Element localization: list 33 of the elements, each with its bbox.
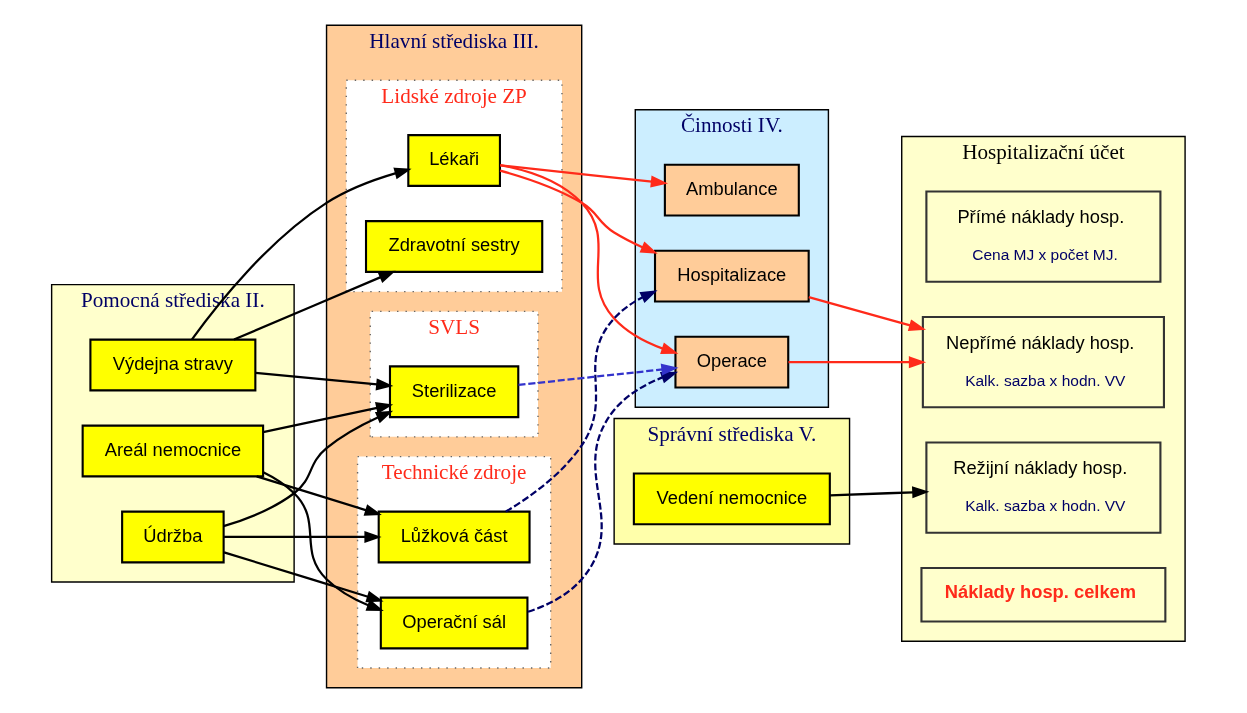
arrow	[829, 486, 929, 499]
arrow	[255, 475, 382, 516]
node-box: Operace	[673, 335, 789, 389]
arrow	[527, 371, 678, 613]
node-box: Vedení nemocnice	[632, 472, 831, 526]
node-box: Operační sál	[379, 596, 528, 650]
arrow	[233, 270, 396, 341]
arrow	[787, 356, 926, 369]
arrow	[254, 371, 393, 391]
arrow	[223, 551, 384, 603]
arrow	[504, 290, 658, 513]
node-box: Sterilizace	[388, 365, 519, 419]
node-box: Výdejna stravy	[88, 338, 256, 392]
node-box: Náklady hosp. celkem	[919, 566, 1166, 623]
arrow	[499, 169, 658, 254]
node-box: Lékaři	[406, 134, 501, 187]
node-box: Zdravotní sestry	[364, 220, 543, 273]
node-box: Hospitalizace	[653, 249, 810, 303]
node-box: Lůžková část	[377, 510, 531, 564]
arrow	[518, 363, 678, 387]
arrow	[223, 530, 382, 543]
node-box: Režijní náklady hosp. Kalk. sazba x hodn. VV	[924, 441, 1161, 534]
arrow	[262, 402, 393, 434]
arrow	[222, 410, 393, 528]
arrow	[262, 471, 384, 611]
arrow	[190, 167, 412, 340]
node-box: Údržba	[120, 510, 225, 564]
arrow	[499, 163, 678, 355]
node-box: Přímé náklady hosp. Cena MJ x počet MJ.	[924, 190, 1161, 283]
node-box: Ambulance	[663, 163, 800, 217]
node-box: Nepřímé náklady hosp. Kalk. sazba x hodn. VV	[921, 315, 1165, 409]
node-box: Areál nemocnice	[81, 424, 264, 478]
arrow	[499, 164, 668, 188]
